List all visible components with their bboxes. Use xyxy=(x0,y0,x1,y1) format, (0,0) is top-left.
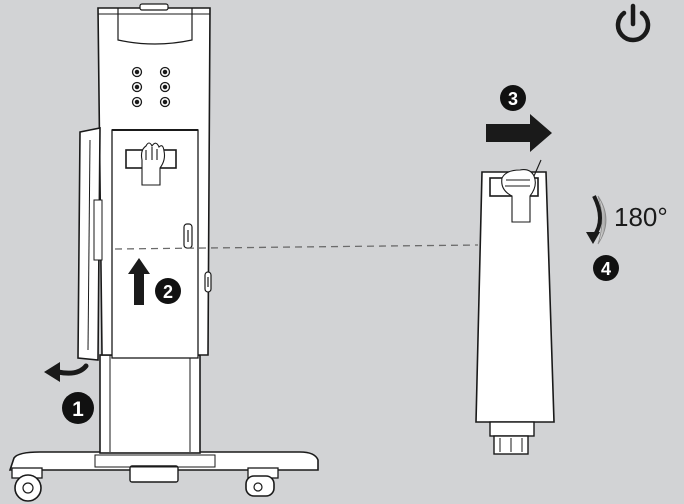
step-badge-2: 2 xyxy=(155,278,181,304)
base-foot-center xyxy=(130,466,178,482)
filter-bottom-cap xyxy=(490,422,534,436)
rotation-label: 180° xyxy=(614,202,668,232)
caster-wheel-right xyxy=(246,468,278,496)
heater-pole xyxy=(100,355,200,453)
svg-text:3: 3 xyxy=(508,89,518,109)
step-badge-3: 3 xyxy=(500,85,526,111)
power-icon xyxy=(618,6,648,40)
caster-wheel-left xyxy=(12,468,42,501)
step-badge-4: 4 xyxy=(593,255,619,281)
filter-cartridge xyxy=(476,160,554,454)
svg-text:4: 4 xyxy=(601,259,611,279)
heater-unit xyxy=(10,4,318,501)
curved-arrow-step-1-head xyxy=(44,362,60,382)
svg-text:2: 2 xyxy=(163,282,173,302)
rotate-arrow-step-4 xyxy=(586,196,606,244)
right-arrow-step-3 xyxy=(486,114,552,152)
step-badge-1: 1 xyxy=(62,392,94,424)
svg-text:1: 1 xyxy=(72,398,84,421)
curved-arrow-step-1 xyxy=(58,366,86,373)
